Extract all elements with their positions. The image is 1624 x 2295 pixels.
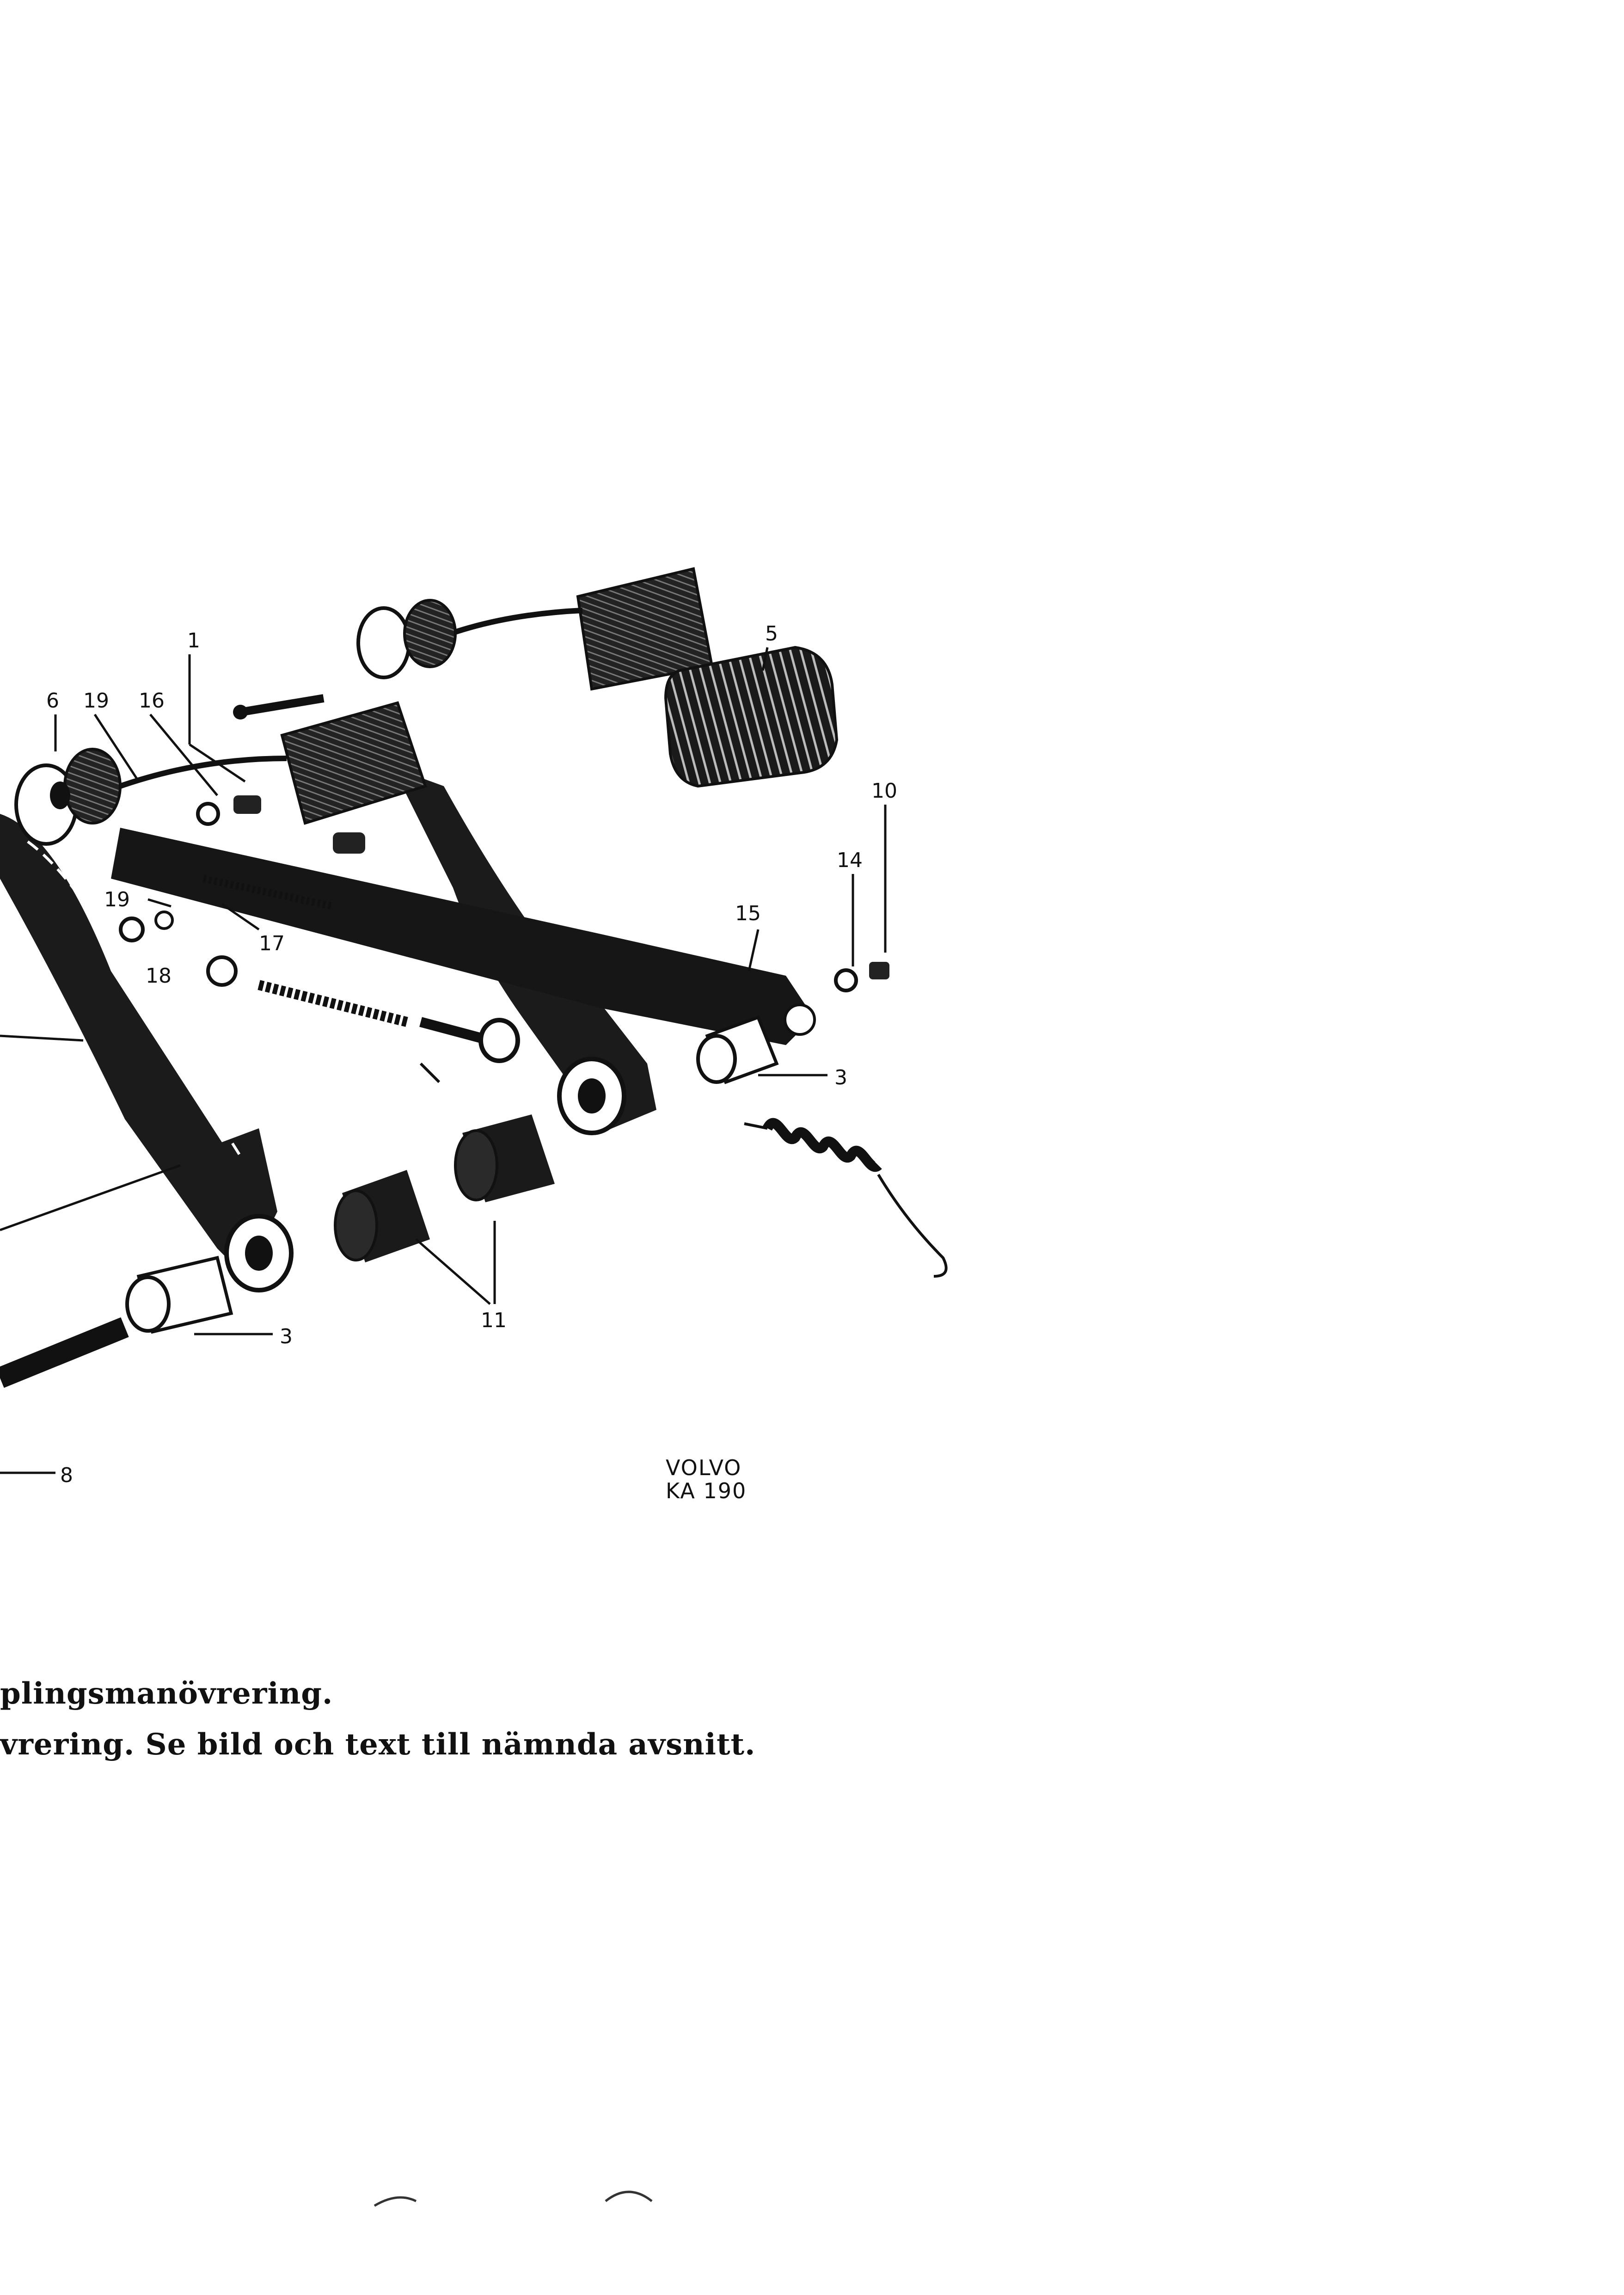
- hex-nut: [206, 955, 238, 987]
- bolt-head: [233, 705, 248, 720]
- nut-18: [119, 917, 145, 942]
- cross-bar: [111, 828, 816, 1045]
- pin: [419, 1017, 491, 1046]
- caption-line-2: vrering. Se bild och text till nämnda av…: [0, 1727, 756, 1762]
- stamp-line-2: KA 190: [666, 1478, 747, 1503]
- label-3-right: 3: [834, 1066, 847, 1089]
- rubber-bushing-11-b: [334, 1170, 430, 1262]
- bushing-3-right: [696, 1015, 779, 1084]
- label-14: 14: [837, 849, 863, 872]
- label-16: 16: [139, 689, 165, 713]
- label-19-top: 19: [83, 689, 109, 713]
- label-10: 10: [871, 779, 897, 803]
- split-pin: [419, 1062, 441, 1083]
- main-shaft-8: [0, 1317, 129, 1388]
- threaded-rod: [257, 980, 408, 1027]
- label-3-left: 3: [280, 1325, 293, 1348]
- label-8: 8: [60, 1464, 73, 1487]
- washer-19: [154, 911, 174, 930]
- washer-upper: [356, 599, 457, 679]
- pivot-boss-left: [224, 1214, 294, 1292]
- stamp-line-1: VOLVO: [666, 1455, 742, 1480]
- bolt-10: [869, 962, 889, 979]
- label-1: 1: [187, 629, 200, 652]
- nut-19-upper: [196, 802, 220, 826]
- leader-lines: [0, 647, 887, 1474]
- left-pedal-arm: [0, 814, 277, 1276]
- washer-14: [834, 968, 858, 992]
- rubber-bushing-11-a: [454, 1114, 555, 1202]
- label-19-mid: 19: [104, 888, 130, 911]
- label-6: 6: [46, 689, 59, 713]
- washer-6: [14, 748, 122, 846]
- rubber-pedal-cover: [664, 646, 839, 788]
- label-18: 18: [146, 964, 172, 988]
- pivot-boss-right: [557, 1057, 626, 1135]
- collar: [478, 1018, 520, 1063]
- clutch-pedal-pad: [280, 701, 427, 825]
- label-11: 11: [481, 1309, 507, 1332]
- scan-mark-right: [605, 2190, 653, 2202]
- label-5: 5: [765, 622, 778, 646]
- caption-line-1: plingsmanövrering.: [0, 1676, 333, 1711]
- label-17: 17: [259, 932, 285, 955]
- bolt-16: [233, 795, 261, 814]
- scan-mark-left: [374, 2196, 417, 2207]
- bushing-3-left: [125, 1255, 233, 1334]
- bolt-top: [239, 694, 325, 716]
- return-spring: [744, 1118, 948, 1278]
- bolt-head-upper: [333, 832, 365, 854]
- label-15: 15: [735, 902, 761, 925]
